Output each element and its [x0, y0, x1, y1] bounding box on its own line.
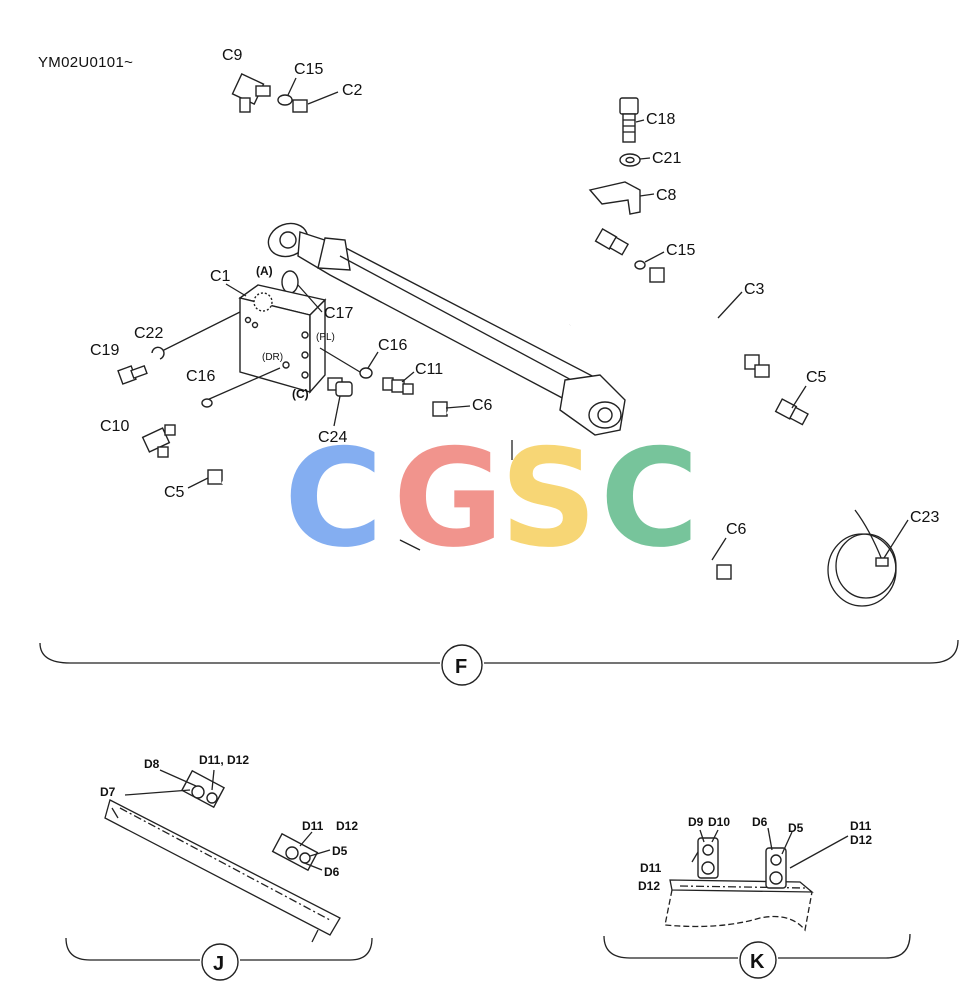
- svg-text:(C): (C): [292, 387, 309, 401]
- pipe-c6: [432, 401, 732, 580]
- bolt-c19: [117, 364, 148, 385]
- svg-text:C16: C16: [378, 337, 407, 354]
- svg-text:D9: D9: [688, 815, 704, 829]
- svg-text:D12: D12: [336, 819, 358, 833]
- svg-text:C19: C19: [90, 342, 119, 359]
- svg-text:(PL): (PL): [316, 332, 335, 343]
- valve-block-c1: [238, 284, 327, 394]
- svg-text:C2: C2: [342, 82, 363, 99]
- oring-c16-right: [359, 367, 373, 379]
- bracket-j: [65, 937, 373, 981]
- pipe-c2: [292, 99, 630, 256]
- svg-text:C11: C11: [415, 361, 443, 378]
- diagram-code: YM02U0101~: [38, 54, 134, 71]
- clamp-c8: [588, 181, 641, 215]
- svg-text:D11: D11: [640, 861, 662, 875]
- detail-j: [104, 769, 341, 943]
- svg-text:C21: C21: [652, 150, 681, 167]
- hydraulic-cylinder: [267, 222, 626, 436]
- bracket-f: [39, 639, 959, 686]
- svg-text:C9: C9: [222, 47, 243, 64]
- svg-text:C8: C8: [656, 187, 677, 204]
- oring-c17: [281, 270, 299, 294]
- svg-text:C15: C15: [666, 242, 695, 259]
- svg-text:C6: C6: [726, 521, 747, 538]
- svg-text:D6: D6: [752, 815, 768, 829]
- svg-text:D11: D11: [850, 819, 872, 833]
- fitting-c11: [382, 377, 414, 395]
- svg-text:C1: C1: [210, 268, 231, 285]
- leader-lines: [187, 77, 909, 561]
- svg-text:D5: D5: [332, 844, 348, 858]
- elbow-c24: [327, 377, 353, 397]
- svg-text:C6: C6: [472, 397, 493, 414]
- svg-text:D12: D12: [638, 879, 660, 893]
- tee-c10: [141, 424, 176, 458]
- fitting-c9: [231, 73, 271, 113]
- pipe-c5-right: [569, 314, 809, 426]
- watermark-letter-c2: C: [600, 420, 699, 577]
- svg-text:C5: C5: [164, 484, 185, 501]
- svg-text:D6: D6: [324, 865, 340, 879]
- pipe-c5-lower: [207, 469, 421, 564]
- watermark: C G S C: [284, 420, 699, 577]
- svg-text:C5: C5: [806, 369, 827, 386]
- section-label-j: J: [213, 953, 224, 975]
- svg-text:C15: C15: [294, 61, 323, 78]
- watermark-letter-s: S: [500, 420, 597, 577]
- svg-text:C10: C10: [100, 418, 129, 435]
- svg-text:C18: C18: [646, 111, 675, 128]
- svg-text:D8: D8: [144, 757, 160, 771]
- svg-text:D12: D12: [850, 833, 872, 847]
- svg-text:C22: C22: [134, 325, 163, 342]
- cable-tie-c23: [827, 509, 897, 607]
- oring-c15-top: [277, 94, 293, 106]
- svg-text:D7: D7: [100, 785, 116, 799]
- watermark-letter-g: G: [393, 420, 504, 577]
- svg-text:C23: C23: [910, 509, 939, 526]
- svg-text:D10: D10: [708, 815, 730, 829]
- svg-text:C17: C17: [324, 305, 353, 322]
- oring-c15-right: [634, 260, 646, 270]
- detail-k: [664, 827, 849, 932]
- bolt-c18: [619, 97, 639, 143]
- oring-c16-left: [201, 398, 213, 408]
- clip-c22: [151, 346, 165, 360]
- svg-text:D11: D11: [302, 819, 324, 833]
- svg-text:(A): (A): [256, 264, 273, 278]
- section-label-k: K: [750, 951, 765, 973]
- svg-text:C3: C3: [744, 281, 765, 298]
- svg-text:D5: D5: [788, 821, 804, 835]
- svg-text:(DR): (DR): [262, 352, 283, 363]
- svg-text:C24: C24: [318, 429, 347, 446]
- hose-c3: [649, 267, 770, 378]
- section-label-f: F: [455, 656, 467, 678]
- bracket-k: [603, 933, 911, 979]
- svg-text:D11, D12: D11, D12: [199, 753, 249, 767]
- svg-text:C16: C16: [186, 368, 215, 385]
- watermark-letter-c1: C: [284, 420, 383, 577]
